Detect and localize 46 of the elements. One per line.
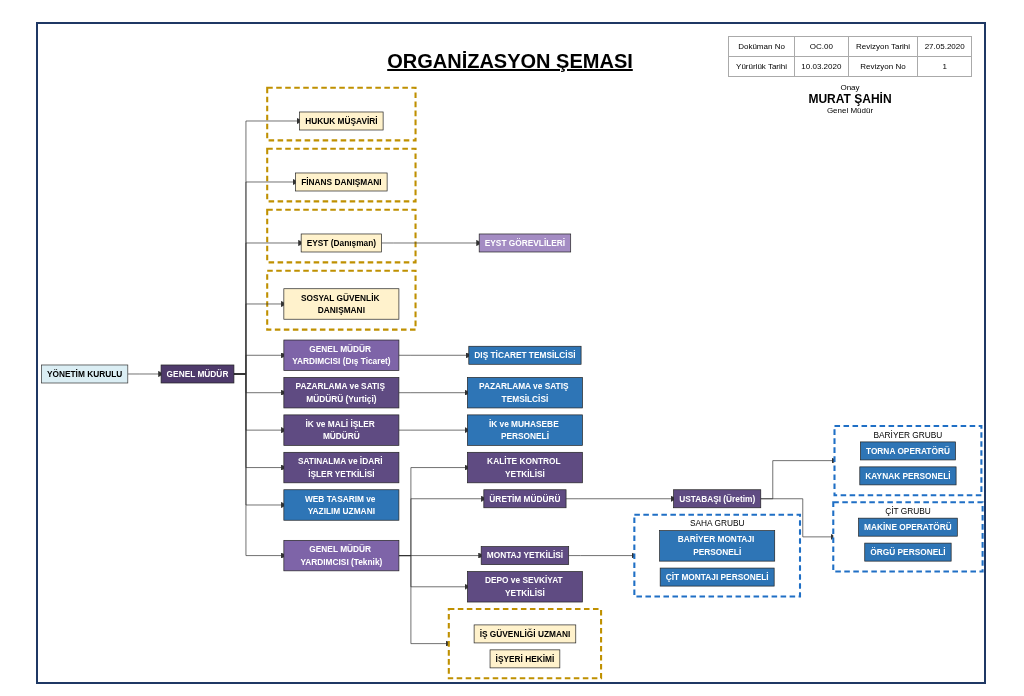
node-box: FİNANS DANIŞMANI bbox=[295, 172, 388, 192]
node-box: BARİYER MONTAJI PERSONELİ bbox=[659, 530, 776, 562]
node-box: HUKUK MÜŞAVİRİ bbox=[299, 111, 384, 131]
header-cell: Doküman No bbox=[728, 36, 795, 57]
node-box: GENEL MÜDÜR YARDIMCISI (Dış Ticaret) bbox=[283, 339, 400, 371]
node-box: PAZARLAMA ve SATIŞ MÜDÜRÜ (Yurtiçi) bbox=[283, 377, 400, 409]
node-box: ÇİT MONTAJI PERSONELİ bbox=[659, 567, 775, 587]
value-cell: 27.05.2020 bbox=[917, 36, 972, 57]
node-box: İK ve MALİ İŞLER MÜDÜRÜ bbox=[283, 414, 400, 446]
value-cell: 1 bbox=[917, 56, 972, 77]
node-box: PAZARLAMA ve SATIŞ TEMSİLCİSİ bbox=[467, 377, 583, 409]
header-cell: Revizyon Tarihi bbox=[848, 36, 918, 57]
node-box: TORNA OPERATÖRÜ bbox=[860, 441, 956, 461]
value-cell: OC.00 bbox=[794, 36, 849, 57]
title: ORGANİZASYON ŞEMASI bbox=[386, 50, 634, 73]
approver-role: Genel Müdür bbox=[825, 106, 875, 115]
node-box: SATINALMA ve İDARİ İŞLER YETKİLİSİ bbox=[283, 451, 400, 484]
cluster bbox=[447, 607, 603, 680]
cluster bbox=[266, 208, 417, 264]
value-cell: 10.03.2020 bbox=[794, 56, 849, 77]
node-box: DIŞ TİCARET TEMSİLCİSİ bbox=[468, 345, 582, 365]
node-box: EYST (Danışman) bbox=[300, 233, 382, 253]
cluster bbox=[266, 86, 417, 142]
node-box: GENEL MÜDÜR bbox=[160, 364, 235, 384]
approver-name: MURAT ŞAHİN bbox=[807, 92, 893, 106]
header-cell: Revizyon No bbox=[848, 56, 918, 77]
node-box: SOSYAL GÜVENLİK DANIŞMANI bbox=[283, 288, 400, 320]
node-box: ÜRETİM MÜDÜRÜ bbox=[483, 489, 567, 509]
node-box: KAYNAK PERSONELİ bbox=[859, 466, 957, 486]
node-box: WEB TASARIM ve YAZILIM UZMANI bbox=[283, 489, 400, 521]
node-box: EYST GÖREVLİLERİ bbox=[478, 233, 572, 253]
node-box: MONTAJ YETKİLİSİ bbox=[480, 546, 570, 565]
node-box: USTABAŞI (Üretim) bbox=[673, 489, 762, 509]
cluster bbox=[266, 147, 417, 203]
cluster bbox=[266, 269, 417, 331]
approval-label: Onay bbox=[839, 83, 860, 92]
header-cell: Yürürlük Tarihi bbox=[728, 56, 795, 77]
node-box: MAKİNE OPERATÖRÜ bbox=[858, 517, 958, 537]
node-box: ÖRGÜ PERSONELİ bbox=[864, 542, 952, 562]
node-box: KALİTE KONTROL YETKİLİSİ bbox=[467, 451, 583, 484]
node-box: İK ve MUHASEBE PERSONELİ bbox=[467, 414, 583, 446]
node-box: İŞ GÜVENLİĞİ UZMANI bbox=[473, 624, 577, 644]
node-box: İŞYERİ HEKİMİ bbox=[489, 649, 561, 669]
node-box: DEPO ve SEVKİYAT YETKİLİSİ bbox=[467, 571, 583, 603]
node-box: GENEL MÜDÜR YARDIMCISI (Teknik) bbox=[283, 540, 400, 572]
node-box: YÖNETİM KURULU bbox=[41, 364, 129, 384]
